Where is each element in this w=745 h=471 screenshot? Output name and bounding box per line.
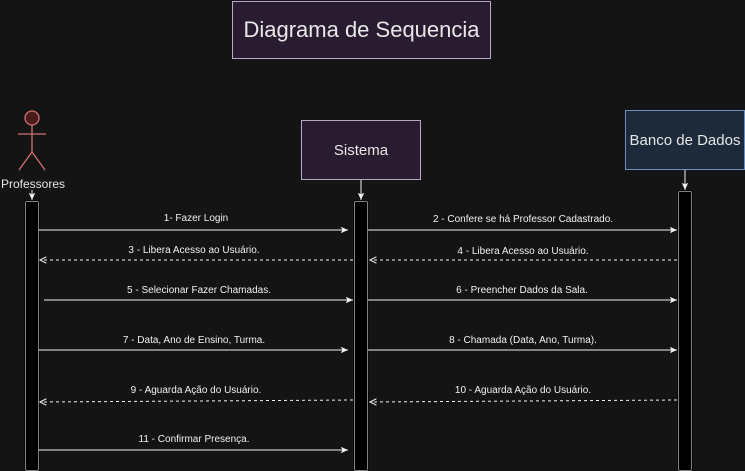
actor-label-professores: Professores: [0, 177, 66, 191]
message-9-arrow: [40, 400, 354, 402]
message-10-arrow: [370, 400, 678, 402]
message-2-label: 2 - Confere se há Professor Cadastrado.: [431, 214, 615, 225]
message-9-label: 9 - Aguarda Ação do Usuário.: [129, 385, 263, 396]
message-3-label: 3 - Libera Acesso ao Usuário.: [127, 245, 261, 256]
actor-icon: [18, 110, 46, 171]
message-8-label: 8 - Chamada (Data, Ano, Turma).: [448, 335, 598, 346]
message-1-label: 1- Fazer Login: [162, 213, 230, 224]
message-6-label: 6 - Preencher Dados da Sala.: [455, 285, 589, 296]
participant-banco-de-dados: Banco de Dados: [625, 110, 745, 170]
message-10-label: 10 - Aguarda Ação do Usuário.: [453, 385, 593, 396]
message-5-label: 5 - Selecionar Fazer Chamadas.: [126, 285, 272, 296]
message-4-label: 4 - Libera Acesso ao Usuário.: [456, 246, 590, 257]
diagram-title: Diagrama de Sequencia: [232, 1, 491, 59]
participant-sistema: Sistema: [301, 120, 421, 180]
message-11-label: 11 - Confirmar Presença.: [137, 434, 251, 445]
message-7-label: 7 - Data, Ano de Ensino, Turma.: [121, 335, 267, 346]
